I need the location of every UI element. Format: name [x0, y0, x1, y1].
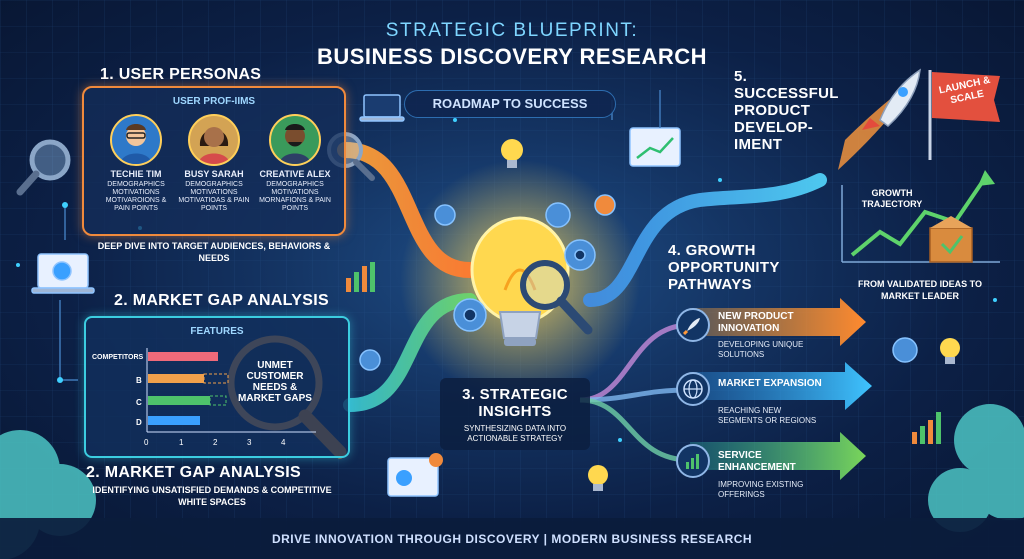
x-tick: 2 — [213, 438, 218, 447]
pathway-arrow-enhancement — [690, 432, 866, 480]
row-label: B — [136, 376, 142, 385]
avatar — [188, 114, 240, 166]
growth-trajectory-chart — [841, 170, 1000, 263]
persona-traits: DEMOGRAPHICS MOTIVATIONS MOTIVAROIONS & … — [105, 181, 167, 212]
pathway-desc: IMPROVING EXISTING OFFERINGS — [718, 480, 804, 499]
personas-heading: 1. USER PERSONAS — [100, 66, 262, 83]
pathway-arrow-innovation — [690, 298, 866, 346]
magnifier-icon-left — [16, 139, 71, 196]
magnifier-text: UNMET CUSTOMER NEEDS & MARKET GAPS — [238, 360, 312, 404]
personas-panel: USER PROF-IIMS TECHIE TIM DEMOGRAPHICS M… — [82, 86, 346, 236]
persona-traits: DEMOGRAPHICS MOTIVATIONS MOTIVATIOAS & P… — [178, 181, 250, 212]
document-icon — [387, 453, 443, 497]
personas-description: DEEP DIVE INTO TARGET AUDIENCES, BEHAVIO… — [97, 241, 331, 263]
pathway-label: SERVICE ENHANCEMENT — [718, 450, 796, 473]
roadmap-label: ROADMAP TO SUCCESS — [404, 90, 616, 118]
x-tick: 4 — [281, 438, 286, 447]
bar-chart-icon — [676, 444, 710, 478]
x-tick: 3 — [247, 438, 252, 447]
market-gap-description: IDENTIFYING UNSATISFIED DEMANDS & COMPET… — [92, 485, 332, 507]
persona-card-1: TECHIE TIM DEMOGRAPHICS MOTIVATIONS MOTI… — [98, 114, 174, 213]
x-tick: 0 — [144, 438, 149, 447]
lightbulb-icon — [470, 216, 570, 346]
row-label: C — [136, 398, 142, 407]
persona-name: TECHIE TIM — [110, 169, 162, 179]
insights-box: 3. STRATEGIC INSIGHTS SYNTHESIZING DATA … — [440, 378, 590, 450]
persona-card-3: CREATIVE ALEX DEMOGRAPHICS MOTIVATIONS M… — [254, 114, 336, 213]
pathway-arrow-expansion — [690, 362, 872, 410]
rocket-icon — [676, 308, 710, 342]
title-line-1: STRATEGIC BLUEPRINT: — [385, 20, 639, 41]
market-gap-heading: 2. MARKET GAP ANALYSIS — [114, 292, 329, 309]
market-gap-bars — [146, 348, 316, 433]
x-tick: 1 — [179, 438, 184, 447]
growth-heading: 4. GROWTH OPPORTUNITY PATHWAYS — [668, 242, 780, 293]
avatar — [110, 114, 162, 166]
pathway-label: NEW PRODUCT INNOVATION — [718, 311, 794, 334]
laptop-icon — [31, 253, 95, 294]
market-gap-panel: FEATURES COMPETITORS B C D 0 1 2 3 4 — [84, 316, 350, 458]
magnifier-icon — [520, 260, 593, 335]
pathway-label: MARKET EXPANSION — [718, 378, 822, 389]
persona-traits: DEMOGRAPHICS MOTIVATIONS MORNAFIONS & PA… — [259, 181, 331, 212]
pathway-desc: REACHING NEW SEGMENTS OR REGIONS — [718, 406, 817, 425]
rocket-icon — [838, 68, 921, 170]
success-description: FROM VALIDATED IDEAS TO MARKET LEADER — [857, 279, 982, 301]
insights-heading: 3. STRATEGIC INSIGHTS — [462, 386, 568, 420]
pathway-desc: DEVELOPING UNIQUE SOLUTIONS — [718, 340, 804, 359]
package-icon — [929, 216, 973, 263]
row-label: D — [136, 418, 142, 427]
market-gap-panel-title: FEATURES — [190, 326, 244, 337]
row-label: COMPETITORS — [92, 354, 144, 361]
insights-description: SYNTHESIZING DATA INTO ACTIONABLE STRATE… — [463, 424, 567, 443]
persona-card-2: BUSY SARAH DEMOGRAPHICS MOTIVATIONS MOTI… — [176, 114, 252, 213]
success-heading: 5. SUCCESSFUL PRODUCT DEVELOP- IMENT — [734, 68, 839, 153]
avatar — [269, 114, 321, 166]
personas-panel-title: USER PROF-IIMS — [172, 96, 256, 107]
footer-tagline: DRIVE INNOVATION THROUGH DISCOVERY | MOD… — [271, 532, 753, 546]
title-line-2: BUSINESS DISCOVERY RESEARCH — [316, 44, 708, 69]
growth-trajectory-label: GROWTH TRAJECTORY — [861, 188, 923, 209]
launch-flag-icon — [928, 70, 1000, 160]
globe-icon — [676, 372, 710, 406]
market-gap-heading-bottom: 2. MARKET GAP ANALYSIS — [86, 464, 301, 481]
persona-name: BUSY SARAH — [184, 169, 244, 179]
persona-name: CREATIVE ALEX — [259, 169, 331, 179]
